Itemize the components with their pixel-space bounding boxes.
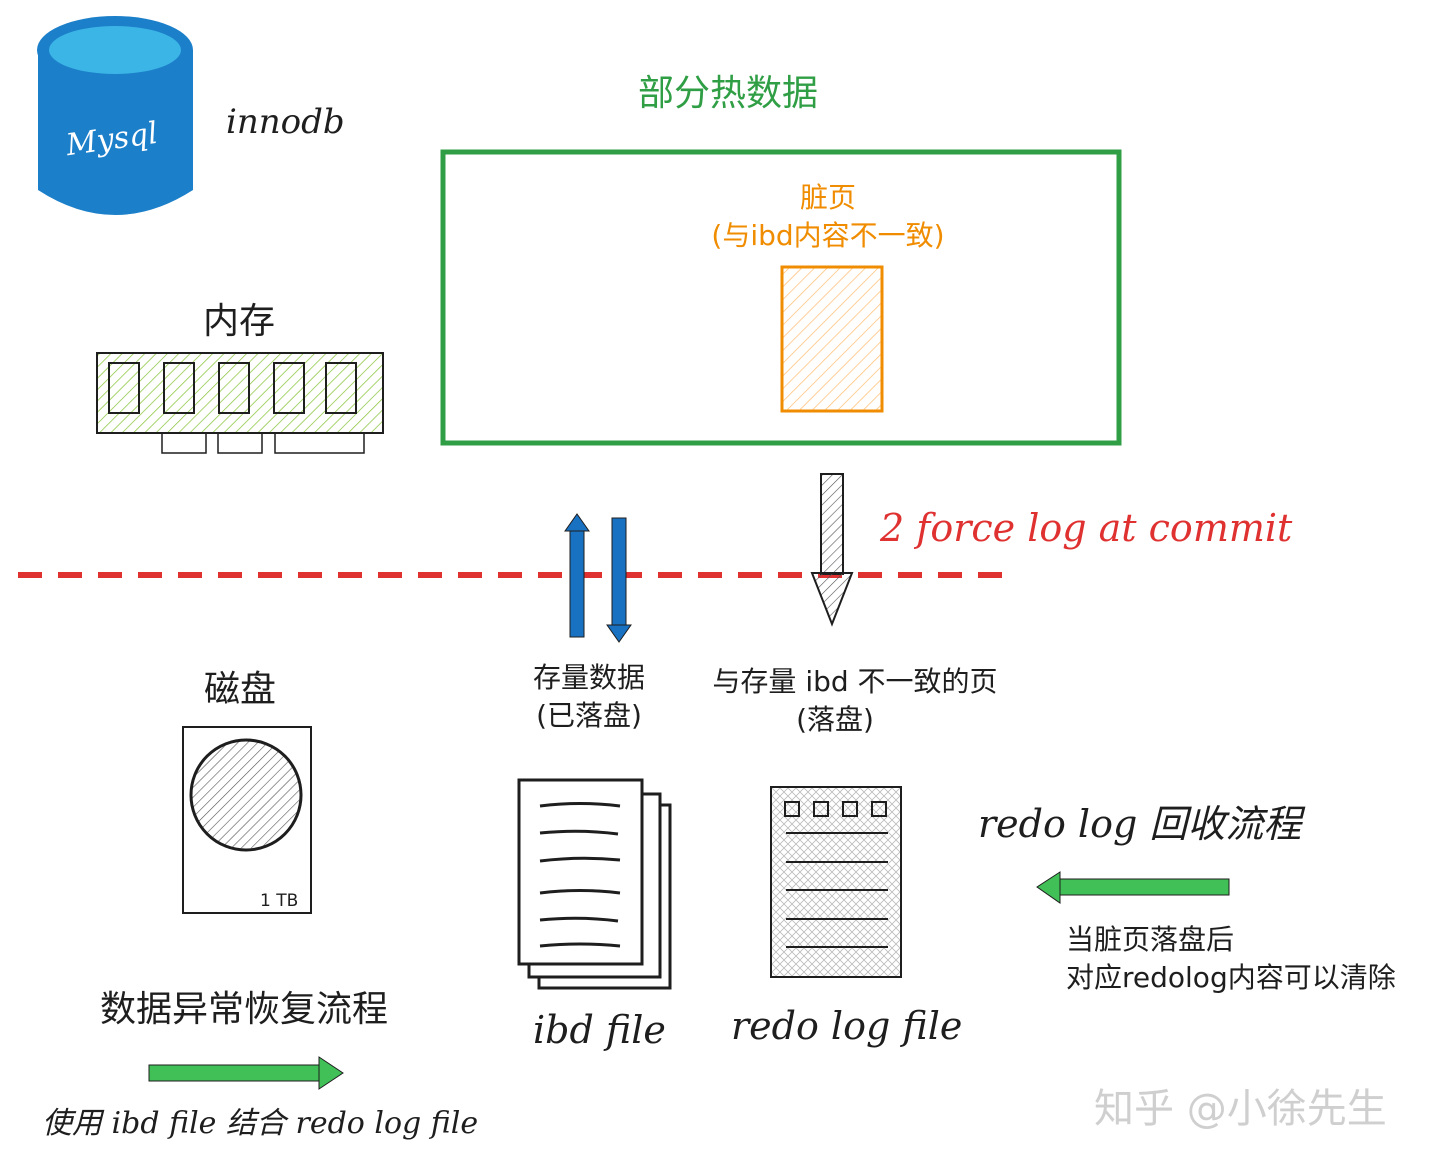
disk-capacity: 1 TB [260,891,299,911]
load-up-arrow [564,513,590,638]
recovery-note: 使用 ibd file 结合 redo log file [42,1106,479,1141]
memory-stick-icon [96,352,384,454]
redo-log-file-label: redo log file [731,1004,963,1048]
mysql-database-icon [37,16,193,215]
recovery-title: 数据异常恢复流程 [100,989,389,1030]
dirty-page-title: 脏页 [799,181,856,214]
dirty-page-note: (与ibd内容不一致) [711,219,945,252]
flush-down-arrow [606,517,632,643]
inconsistent-page-line1: 与存量 ibd 不一致的页 [712,665,998,698]
recycle-title: redo log 回收流程 [978,802,1302,846]
hot-data-title: 部分热数据 [638,73,819,114]
recycle-left-arrow [1036,871,1230,904]
stored-data-line2: (已落盘) [536,699,642,732]
stored-data-line1: 存量数据 [532,661,645,694]
redo-log-file-icon [770,786,902,978]
recycle-note-line1: 当脏页落盘后 [1066,923,1235,956]
disk-label: 磁盘 [204,669,277,710]
dirty-page-block [780,265,884,413]
commit-down-arrow [810,473,854,627]
inconsistent-page-line2: (落盘) [796,703,874,736]
watermark: 知乎 @小徐先生 [1094,1086,1387,1132]
recovery-right-arrow [148,1056,344,1090]
ibd-file-icon [517,778,672,990]
hot-data-buffer-box [440,149,1122,446]
commit-label: 2 force log at commit [880,506,1293,550]
ibd-file-label: ibd file [533,1008,666,1052]
recycle-note-line2: 对应redolog内容可以清除 [1066,961,1396,994]
disk-icon [182,726,312,914]
innodb-label: innodb [226,102,345,142]
memory-label: 内存 [203,301,276,342]
